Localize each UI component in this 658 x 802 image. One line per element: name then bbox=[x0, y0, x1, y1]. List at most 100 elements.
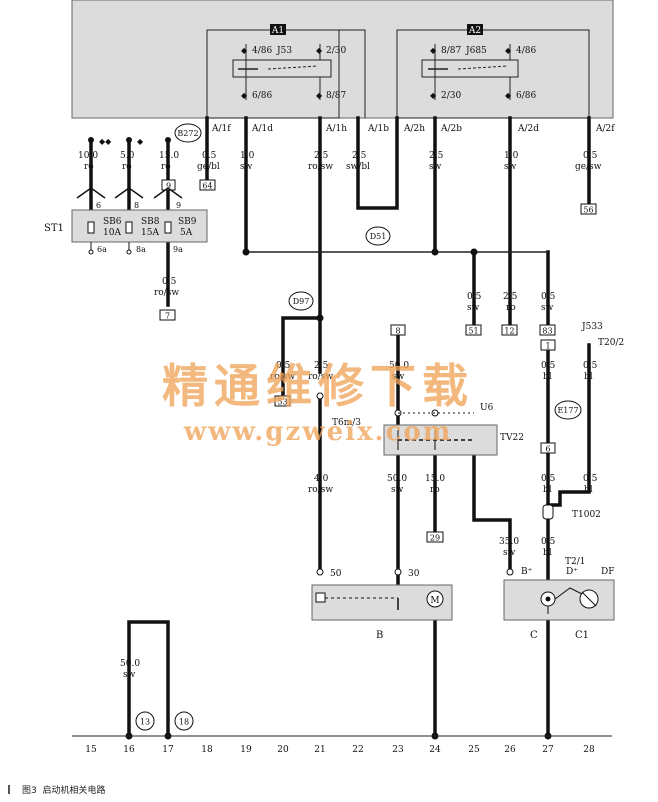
pin-label: A/2h bbox=[403, 124, 425, 134]
box-12: 12 bbox=[504, 327, 514, 336]
pin-label: A/2d bbox=[517, 124, 539, 134]
wire-color: ro/sw bbox=[308, 162, 333, 172]
svg-text:ro/sw: ro/sw bbox=[308, 485, 333, 495]
svg-text:bl: bl bbox=[543, 372, 552, 382]
label-u6: U6 bbox=[480, 403, 494, 413]
alt-terminal-dplus: D⁺ bbox=[566, 567, 578, 577]
label-b272: B272 bbox=[177, 129, 198, 138]
pin-label: A/1f bbox=[211, 124, 231, 134]
ruler-number: 28 bbox=[583, 745, 595, 755]
svg-text:bl: bl bbox=[584, 485, 593, 495]
label-t6m: T6m/3 bbox=[332, 418, 361, 428]
pin-j53-tl: 4/86 bbox=[252, 46, 272, 56]
wire-labels-lower: 0.5 ro/sw 0.5 sw 2.5 ro 0.5 sw 0.5 ro/sw… bbox=[120, 277, 598, 680]
watermark-url: www.gzweix.com bbox=[183, 417, 453, 447]
svg-text:ro/sw: ro/sw bbox=[270, 372, 295, 382]
svg-text:0.5: 0.5 bbox=[541, 537, 556, 547]
fuse-sb6-rating: 10A bbox=[103, 228, 121, 238]
pin-j53-tr: 2/30 bbox=[326, 46, 346, 56]
alt-terminal-df: DF bbox=[601, 567, 614, 577]
alternator-c: B⁺ D⁺ DF C C1 bbox=[503, 567, 615, 641]
fuse-wire-size: 15.0 bbox=[159, 151, 179, 161]
terminal-block-tv22 bbox=[383, 424, 498, 456]
svg-text:sw: sw bbox=[503, 548, 516, 558]
fuse-sb6: SB6 bbox=[103, 217, 122, 227]
connector-boxes: 64 56 9 7 51 12 83 8 1 53 6 29 bbox=[159, 179, 597, 543]
fuse-pin-9: 9 bbox=[176, 201, 181, 210]
svg-text:50.0: 50.0 bbox=[120, 659, 140, 669]
ruler-number: 22 bbox=[352, 745, 363, 755]
wire-size: 1.0 bbox=[504, 151, 519, 161]
svg-text:2.5: 2.5 bbox=[503, 292, 518, 302]
label-d51: D51 bbox=[370, 232, 387, 241]
pin-j685-tr: 4/86 bbox=[516, 46, 536, 56]
svg-text:0.5: 0.5 bbox=[541, 361, 556, 371]
column-ruler: 15 16 17 18 19 20 21 22 23 24 25 26 27 2… bbox=[85, 745, 595, 755]
svg-text:bl: bl bbox=[543, 485, 552, 495]
caption-figure-number: 图3 bbox=[22, 786, 37, 796]
pin-label: A/2b bbox=[440, 124, 462, 134]
relay-j685-label: J685 bbox=[465, 46, 487, 56]
svg-text:0.5: 0.5 bbox=[541, 474, 556, 484]
internal-wiring bbox=[206, 29, 590, 118]
svg-text:◆◆: ◆◆ bbox=[99, 137, 112, 146]
fuse-pin-9a: 9a bbox=[173, 245, 183, 254]
label-e177: E177 bbox=[557, 406, 578, 415]
svg-text:bl: bl bbox=[543, 548, 552, 558]
starter-label: B bbox=[376, 630, 383, 641]
fuse-sb9-rating: 5A bbox=[180, 228, 193, 238]
circled-labels: B272 D51 D97 E177 13 18 bbox=[135, 123, 582, 731]
wire-size: 0.5 bbox=[202, 151, 217, 161]
svg-text:0.5: 0.5 bbox=[583, 361, 598, 371]
pin-j685-bl: 2/30 bbox=[441, 91, 461, 101]
wire-size: 0.5 bbox=[583, 151, 598, 161]
svg-text:sw: sw bbox=[391, 485, 404, 495]
figure-caption: 图3 启动机相关电路 bbox=[8, 783, 105, 796]
ruler-number: 21 bbox=[314, 745, 325, 755]
box-1: 1 bbox=[545, 342, 550, 351]
svg-text:0.5: 0.5 bbox=[541, 292, 556, 302]
relay-a1-badge bbox=[270, 24, 286, 35]
svg-text:0.5: 0.5 bbox=[162, 277, 177, 287]
ruler-number: 20 bbox=[277, 745, 289, 755]
wire-size: 2.5 bbox=[352, 151, 367, 161]
relay-j53-label: J53 bbox=[276, 46, 292, 56]
label-j533: J533 bbox=[581, 322, 603, 332]
ruler-number: 24 bbox=[429, 745, 441, 755]
svg-text:◆: ◆ bbox=[316, 46, 323, 55]
relay-a2-badge bbox=[467, 24, 483, 35]
fuse-pin-8a: 8a bbox=[136, 245, 146, 254]
pin-label: A/1d bbox=[251, 124, 273, 134]
box-83: 83 bbox=[542, 327, 552, 336]
ruler-number: 27 bbox=[542, 745, 554, 755]
pin-label: A/2f bbox=[595, 124, 615, 134]
control-unit-housing bbox=[71, 0, 614, 119]
starter-terminal-30: 30 bbox=[408, 569, 420, 579]
pin-label: A/1b bbox=[367, 124, 389, 134]
wire-color: sw bbox=[504, 162, 517, 172]
fuse-pin-6: 6 bbox=[96, 201, 101, 210]
fuse-wire-color: ro bbox=[161, 162, 171, 172]
box-7: 7 bbox=[165, 312, 170, 321]
relay-j53: A1 4/86 J53 2/30 6/86 8/87 ◆ ◆ ◆ ◆ bbox=[206, 24, 346, 119]
box-53: 53 bbox=[277, 398, 287, 407]
box-64: 64 bbox=[202, 182, 212, 191]
svg-text:◆: ◆ bbox=[316, 91, 323, 100]
box-56: 56 bbox=[583, 206, 593, 215]
fuse-sb8-rating: 15A bbox=[141, 228, 159, 238]
wire-size: 1.0 bbox=[240, 151, 255, 161]
svg-text:◆: ◆ bbox=[505, 91, 512, 100]
svg-text:ro/sw: ro/sw bbox=[154, 288, 179, 298]
label-t1002: T1002 bbox=[572, 510, 601, 520]
relay-j685: A2 8/87 J685 4/86 2/30 6/86 ◆ ◆ ◆ ◆ bbox=[396, 24, 590, 119]
svg-text:ro/sw: ro/sw bbox=[308, 372, 333, 382]
label-tv22: TV22 bbox=[500, 433, 524, 443]
fuse-wire-size: 10.0 bbox=[78, 151, 98, 161]
svg-text:◆: ◆ bbox=[137, 137, 144, 146]
svg-text:◆: ◆ bbox=[241, 46, 248, 55]
fuse-sb9: SB9 bbox=[178, 217, 197, 227]
box-6: 6 bbox=[545, 445, 550, 454]
svg-text:35.0: 35.0 bbox=[499, 537, 519, 547]
svg-text:ro: ro bbox=[430, 485, 440, 495]
wire-color: ge/sw bbox=[575, 162, 602, 172]
